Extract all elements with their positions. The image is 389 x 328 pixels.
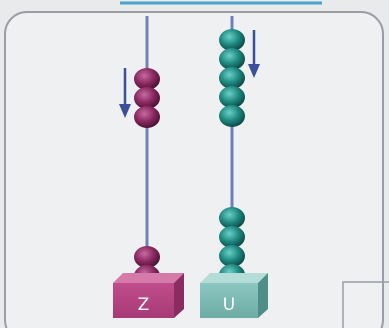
bead-u xyxy=(219,207,245,229)
base-u: U xyxy=(200,273,268,318)
bead-u xyxy=(219,48,245,70)
bead-group-z-top xyxy=(134,68,160,128)
bead-z xyxy=(134,87,160,109)
bead-u xyxy=(219,226,245,248)
bead-group-u-top xyxy=(219,29,245,127)
base-u-label: U xyxy=(223,295,235,315)
bead-u xyxy=(219,67,245,89)
abacus-frame xyxy=(4,11,384,328)
arrow-z-icon xyxy=(119,68,131,118)
base-z: Z xyxy=(113,273,184,318)
bead-u xyxy=(219,86,245,108)
base-z-label: Z xyxy=(138,295,150,315)
bead-u xyxy=(219,29,245,51)
arrow-u-icon xyxy=(248,30,260,78)
corner-box xyxy=(342,281,389,328)
bead-z xyxy=(134,68,160,90)
bead-u xyxy=(219,105,245,127)
bead-z xyxy=(134,106,160,128)
bead-z xyxy=(134,246,160,268)
bead-u xyxy=(219,245,245,267)
